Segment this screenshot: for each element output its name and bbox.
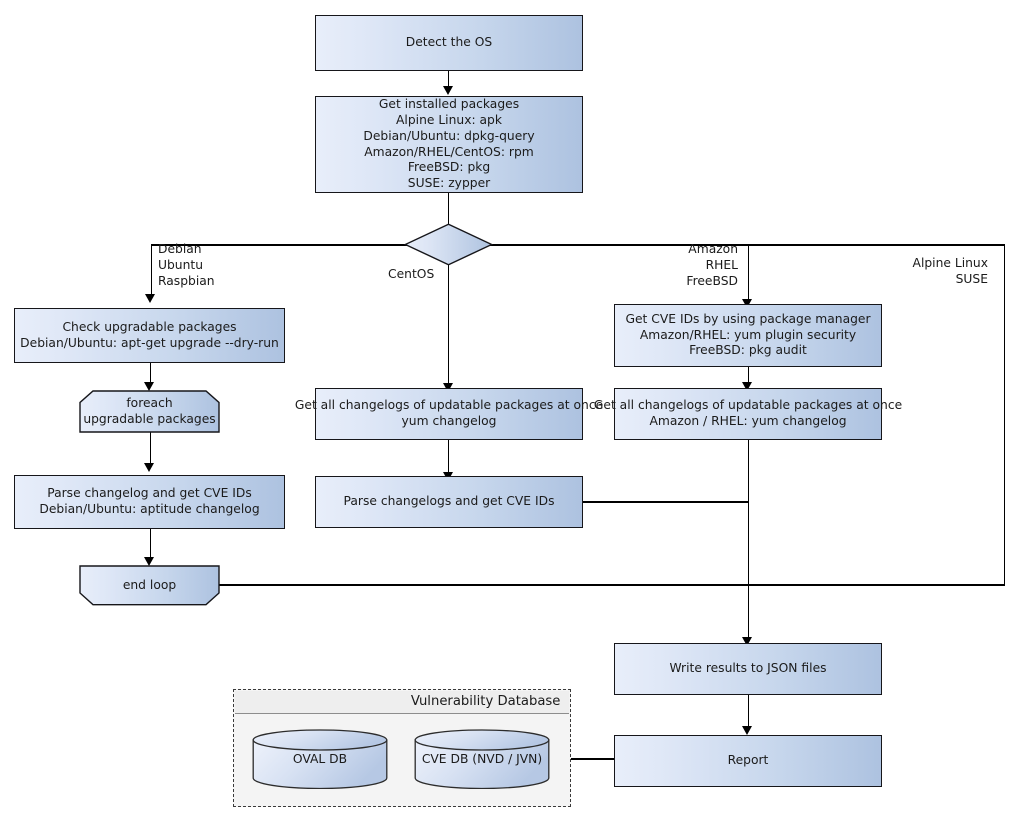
check-upgradable-line1: Check upgradable packages (62, 319, 237, 334)
arrowhead-changelogs-center (443, 383, 453, 392)
node-end-loop[interactable]: end loop (80, 566, 219, 605)
edge-foreach-to-parse (149, 431, 151, 464)
changelogs-right-line1: Get all changelogs of updatable packages… (593, 398, 903, 413)
edge-decision-centos-vertical (448, 264, 450, 384)
edge-endloop-right (218, 584, 1005, 586)
packages-line5: FreeBSD: pkg (407, 160, 491, 175)
foreach-line2: upgradable packages (83, 411, 216, 426)
report-line1: Report (727, 753, 769, 767)
arrowhead-changelogs-right (742, 382, 752, 391)
node-get-cve-package-manager-text: Get CVE IDs by using package manager Ama… (615, 312, 881, 360)
edge-packages-to-decision (448, 193, 450, 225)
arrowhead-check-upgradable (145, 294, 155, 303)
oval-db-shape (252, 729, 388, 790)
end-loop-line1: end loop (122, 577, 177, 592)
arrowhead-report (742, 726, 752, 735)
node-write-results-text: Write results to JSON files (615, 661, 881, 677)
parse-left-line1: Parse changelog and get CVE IDs (47, 486, 252, 501)
node-report-text: Report (615, 753, 881, 769)
edge-detect-to-packages (448, 71, 450, 87)
detect-os-line1: Detect the OS (405, 35, 493, 49)
node-detect-os[interactable]: Detect the OS (315, 15, 583, 71)
arrowhead-packages (443, 86, 453, 95)
parse-center-line1: Parse changelogs and get CVE IDs (343, 494, 555, 508)
cve-db-shape (414, 729, 550, 790)
write-results-line1: Write results to JSON files (669, 661, 827, 675)
arrowhead-end-loop (144, 557, 154, 566)
edge-parse-to-endloop (149, 529, 151, 558)
edge-alpine-suse-vertical (1004, 244, 1006, 586)
edge-changelogs-to-parse-center (448, 440, 450, 473)
node-parse-changelog-left[interactable]: Parse changelog and get CVE IDs Debian/U… (14, 475, 285, 529)
node-report[interactable]: Report (614, 735, 882, 787)
getcve-line3: FreeBSD: pkg audit (689, 343, 807, 358)
vulnerability-database-title-text: Vulnerability Database (410, 694, 561, 710)
branch-label-alpine-suse: Alpine Linux SUSE (912, 256, 988, 287)
check-upgradable-line2: Debian/Ubuntu: apt-get upgrade --dry-run (20, 335, 279, 350)
node-foreach-loop-start[interactable]: foreach upgradable packages (80, 391, 219, 432)
node-parse-changelog-left-text: Parse changelog and get CVE IDs Debian/U… (15, 486, 284, 518)
edge-parse-center-to-right (583, 501, 748, 503)
arrowhead-parse-changelog-left (144, 463, 154, 472)
changelogs-right-line2: Amazon / RHEL: yum changelog (649, 414, 847, 428)
branch-label-centos: CentOS (388, 267, 435, 281)
vulnerability-database-title: Vulnerability Database (234, 690, 570, 714)
edge-vulndb-to-report (571, 758, 614, 760)
node-end-loop-text: end loop (80, 578, 219, 594)
edge-decision-amazon-vertical (747, 244, 749, 300)
edge-changelogs-right-to-write (747, 440, 749, 638)
node-os-decision[interactable] (403, 223, 494, 266)
node-changelogs-center[interactable]: Get all changelogs of updatable packages… (295, 388, 603, 440)
packages-line6: SUSE: zypper (407, 176, 491, 191)
changelogs-center-line2: yum changelog (401, 414, 497, 428)
changelogs-center-line1: Get all changelogs of updatable packages… (294, 398, 604, 413)
edge-getcve-to-changelogs-right (747, 367, 749, 383)
getcve-line1: Get CVE IDs by using package manager (625, 311, 871, 326)
oval-db-label: OVAL DB (292, 752, 348, 766)
arrowhead-get-cve-pkgmgr (742, 299, 752, 308)
cve-db-label: CVE DB (NVD / JVN) (421, 752, 543, 766)
node-get-installed-packages-text: Get installed packages Alpine Linux: apk… (316, 97, 582, 193)
node-parse-changelogs-center[interactable]: Parse changelogs and get CVE IDs (315, 476, 583, 528)
node-detect-os-text: Detect the OS (316, 35, 582, 51)
arrowhead-foreach (144, 382, 154, 391)
node-get-installed-packages[interactable]: Get installed packages Alpine Linux: apk… (315, 96, 583, 193)
node-foreach-text: foreach upgradable packages (80, 396, 219, 428)
packages-line4: Amazon/RHEL/CentOS: rpm (364, 144, 534, 159)
oval-db-cylinder[interactable] (252, 729, 388, 790)
branch-label-debian: Debian Ubuntu Raspbian (158, 242, 215, 289)
edge-check-to-foreach (149, 363, 151, 383)
node-changelogs-center-text: Get all changelogs of updatable packages… (293, 398, 605, 430)
node-check-upgradable-text: Check upgradable packages Debian/Ubuntu:… (15, 320, 284, 352)
packages-line1: Get installed packages (378, 96, 520, 111)
foreach-line1: foreach (126, 395, 173, 410)
node-get-cve-package-manager[interactable]: Get CVE IDs by using package manager Ama… (614, 304, 882, 367)
node-write-results[interactable]: Write results to JSON files (614, 643, 882, 695)
parse-left-line2: Debian/Ubuntu: aptitude changelog (39, 502, 260, 516)
getcve-line2: Amazon/RHEL: yum plugin security (639, 327, 857, 342)
edge-write-to-report (747, 695, 749, 727)
edge-decision-left-horizontal (151, 244, 407, 246)
node-changelogs-right-text: Get all changelogs of updatable packages… (592, 398, 904, 430)
node-parse-changelogs-center-text: Parse changelogs and get CVE IDs (316, 494, 582, 510)
arrowhead-write-results (742, 637, 752, 646)
node-changelogs-right[interactable]: Get all changelogs of updatable packages… (594, 388, 902, 440)
cve-db-cylinder[interactable] (414, 729, 550, 790)
decision-diamond-shape (403, 223, 494, 266)
node-check-upgradable[interactable]: Check upgradable packages Debian/Ubuntu:… (14, 308, 285, 363)
branch-label-amazon: Amazon RHEL FreeBSD (686, 242, 738, 289)
edge-decision-right-horizontal (489, 244, 1005, 246)
packages-line2: Alpine Linux: apk (396, 112, 502, 127)
packages-line3: Debian/Ubuntu: dpkg-query (363, 128, 535, 143)
edge-decision-left-vertical (150, 244, 152, 295)
